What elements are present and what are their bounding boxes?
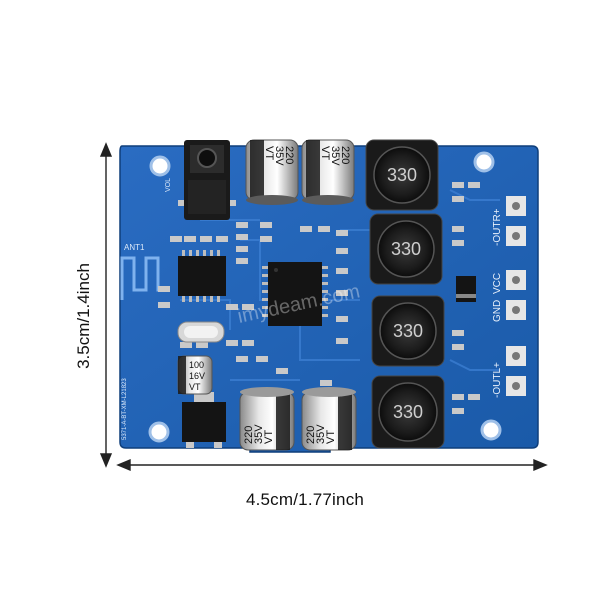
vol-label: VOL [165, 178, 172, 192]
audio-jack [178, 140, 236, 220]
inductor-label: 330 [393, 321, 423, 341]
mounting-hole [480, 419, 502, 441]
gnd-label: GND [492, 300, 503, 322]
inductor: 330 [369, 213, 443, 285]
capacitor-label-1: 35V [329, 146, 341, 166]
inductor: 330 [371, 375, 445, 449]
capacitor-label-2: VT [263, 430, 275, 444]
inductor-label: 330 [387, 165, 417, 185]
serial-label: 5371-A-BT-XM-L21823 [122, 378, 128, 440]
vcc-label: VCC [492, 273, 503, 294]
capacitor: 220 35V VT [301, 139, 355, 205]
capacitor-label-1: 35V [253, 424, 265, 444]
terminal-pads [506, 196, 526, 396]
smd-components [158, 182, 480, 414]
capacitor-label-2: VT [263, 146, 275, 160]
width-dimension-line [116, 458, 548, 472]
small-capacitor-label-2: VT [189, 382, 201, 392]
capacitor-label-1: 35V [315, 424, 327, 444]
width-dimension-label: 4.5cm/1.77inch [245, 490, 365, 509]
mounting-hole [473, 151, 495, 173]
crystal-oscillator [177, 321, 225, 343]
outr-label: -OUTR+ [492, 208, 503, 246]
antenna-label: ANT1 [124, 243, 145, 252]
capacitor-label-2: VT [319, 146, 331, 160]
inductor-label: 330 [393, 402, 423, 422]
capacitor-label-0: 220 [339, 146, 351, 164]
amplifier-ic [262, 262, 328, 326]
capacitor-label-1: 35V [273, 146, 285, 166]
voltage-regulator [182, 392, 226, 448]
capacitor-label-2: VT [325, 430, 337, 444]
small-capacitor-label-1: 16V [189, 371, 205, 381]
inductor-label: 330 [391, 239, 421, 259]
outl-label: -OUTL+ [492, 362, 503, 398]
pcb-board: ANT1 VOL [119, 139, 539, 453]
small-capacitor-label-0: 100 [189, 360, 204, 370]
diode [456, 276, 476, 302]
mounting-hole [148, 421, 170, 443]
bluetooth-ic [178, 250, 226, 302]
capacitor-label-0: 220 [305, 426, 317, 444]
capacitor: 220 35V VT [245, 139, 299, 205]
inductor: 330 [365, 139, 439, 211]
antenna-trace [120, 256, 170, 300]
capacitor-label-0: 220 [283, 146, 295, 164]
height-dimension-label: 3.5cm/1.4inch [74, 263, 93, 369]
capacitor: 220 35V VT [301, 387, 357, 451]
height-dimension-line [99, 142, 113, 468]
capacitor: 220 35V VT [239, 387, 295, 451]
inductor: 330 [371, 295, 445, 367]
small-capacitor: 100 16V VT [177, 355, 213, 395]
mounting-hole [149, 155, 171, 177]
capacitor-label-0: 220 [243, 426, 255, 444]
